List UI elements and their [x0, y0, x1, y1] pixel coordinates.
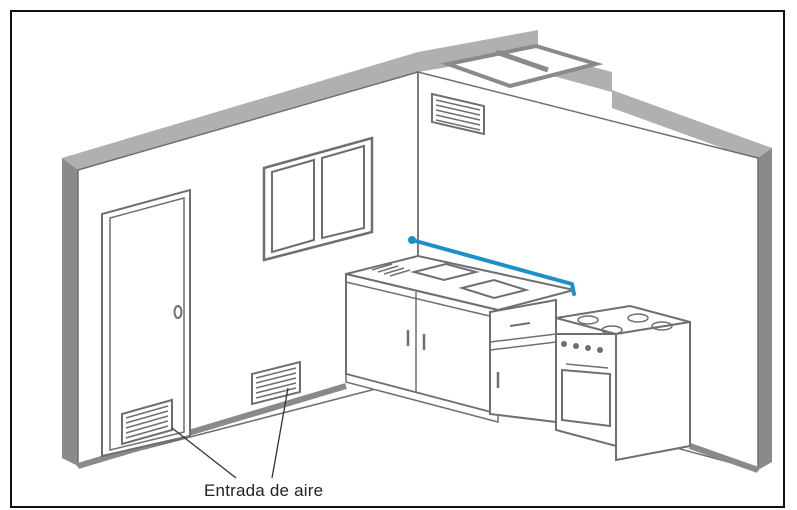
kitchen-counter	[345, 254, 575, 423]
air-inlet-caption: Entrada de aire	[204, 481, 324, 500]
stove-side	[615, 320, 691, 462]
stove-knob-icon	[597, 347, 603, 353]
window-pane-left	[271, 158, 315, 254]
left-wall-edge	[62, 158, 78, 466]
door-frame	[101, 188, 191, 458]
burner-icon	[627, 313, 649, 323]
stove-knob-icon	[585, 345, 591, 351]
window-pane-right	[321, 144, 365, 240]
drainboard	[371, 263, 411, 277]
sink-left	[410, 262, 480, 282]
sink-right	[458, 278, 530, 300]
stove-knob-icon	[561, 341, 567, 347]
stove-knob-icon	[573, 343, 579, 349]
floor-edge-left	[77, 383, 347, 469]
window-frame	[262, 136, 374, 262]
door-knob-icon	[173, 305, 183, 319]
window	[262, 136, 374, 262]
vent-grille-wall	[251, 360, 301, 406]
oven-door	[561, 368, 611, 428]
vent-grille-door	[121, 398, 173, 446]
vent-grille-top	[431, 92, 485, 136]
floor-lines	[77, 383, 759, 473]
burner-icon	[601, 325, 623, 335]
stove	[555, 304, 691, 462]
caption-leaders	[171, 387, 289, 479]
right-wall-cap-back	[612, 90, 772, 166]
oven-handle	[565, 363, 609, 369]
left-wall-cap	[62, 52, 418, 170]
counter-top-edge	[345, 281, 499, 319]
gas-pipe	[410, 238, 576, 296]
stove-front	[555, 333, 617, 448]
door-panel	[109, 197, 185, 451]
drawer-unit	[489, 298, 557, 424]
door	[101, 188, 191, 458]
counter-base	[345, 373, 499, 423]
floor-edge-right	[689, 443, 759, 473]
right-wall-edge	[758, 148, 772, 470]
leader-line-wall-vent	[271, 387, 289, 479]
ceiling-beam	[495, 49, 549, 73]
gas-pipe-outlet	[408, 236, 416, 244]
right-wall-cap	[418, 30, 538, 72]
burner-icon	[651, 321, 673, 331]
leader-line-door-vent	[171, 427, 237, 479]
burner-icon	[577, 315, 599, 325]
ceiling-opening	[440, 43, 604, 89]
